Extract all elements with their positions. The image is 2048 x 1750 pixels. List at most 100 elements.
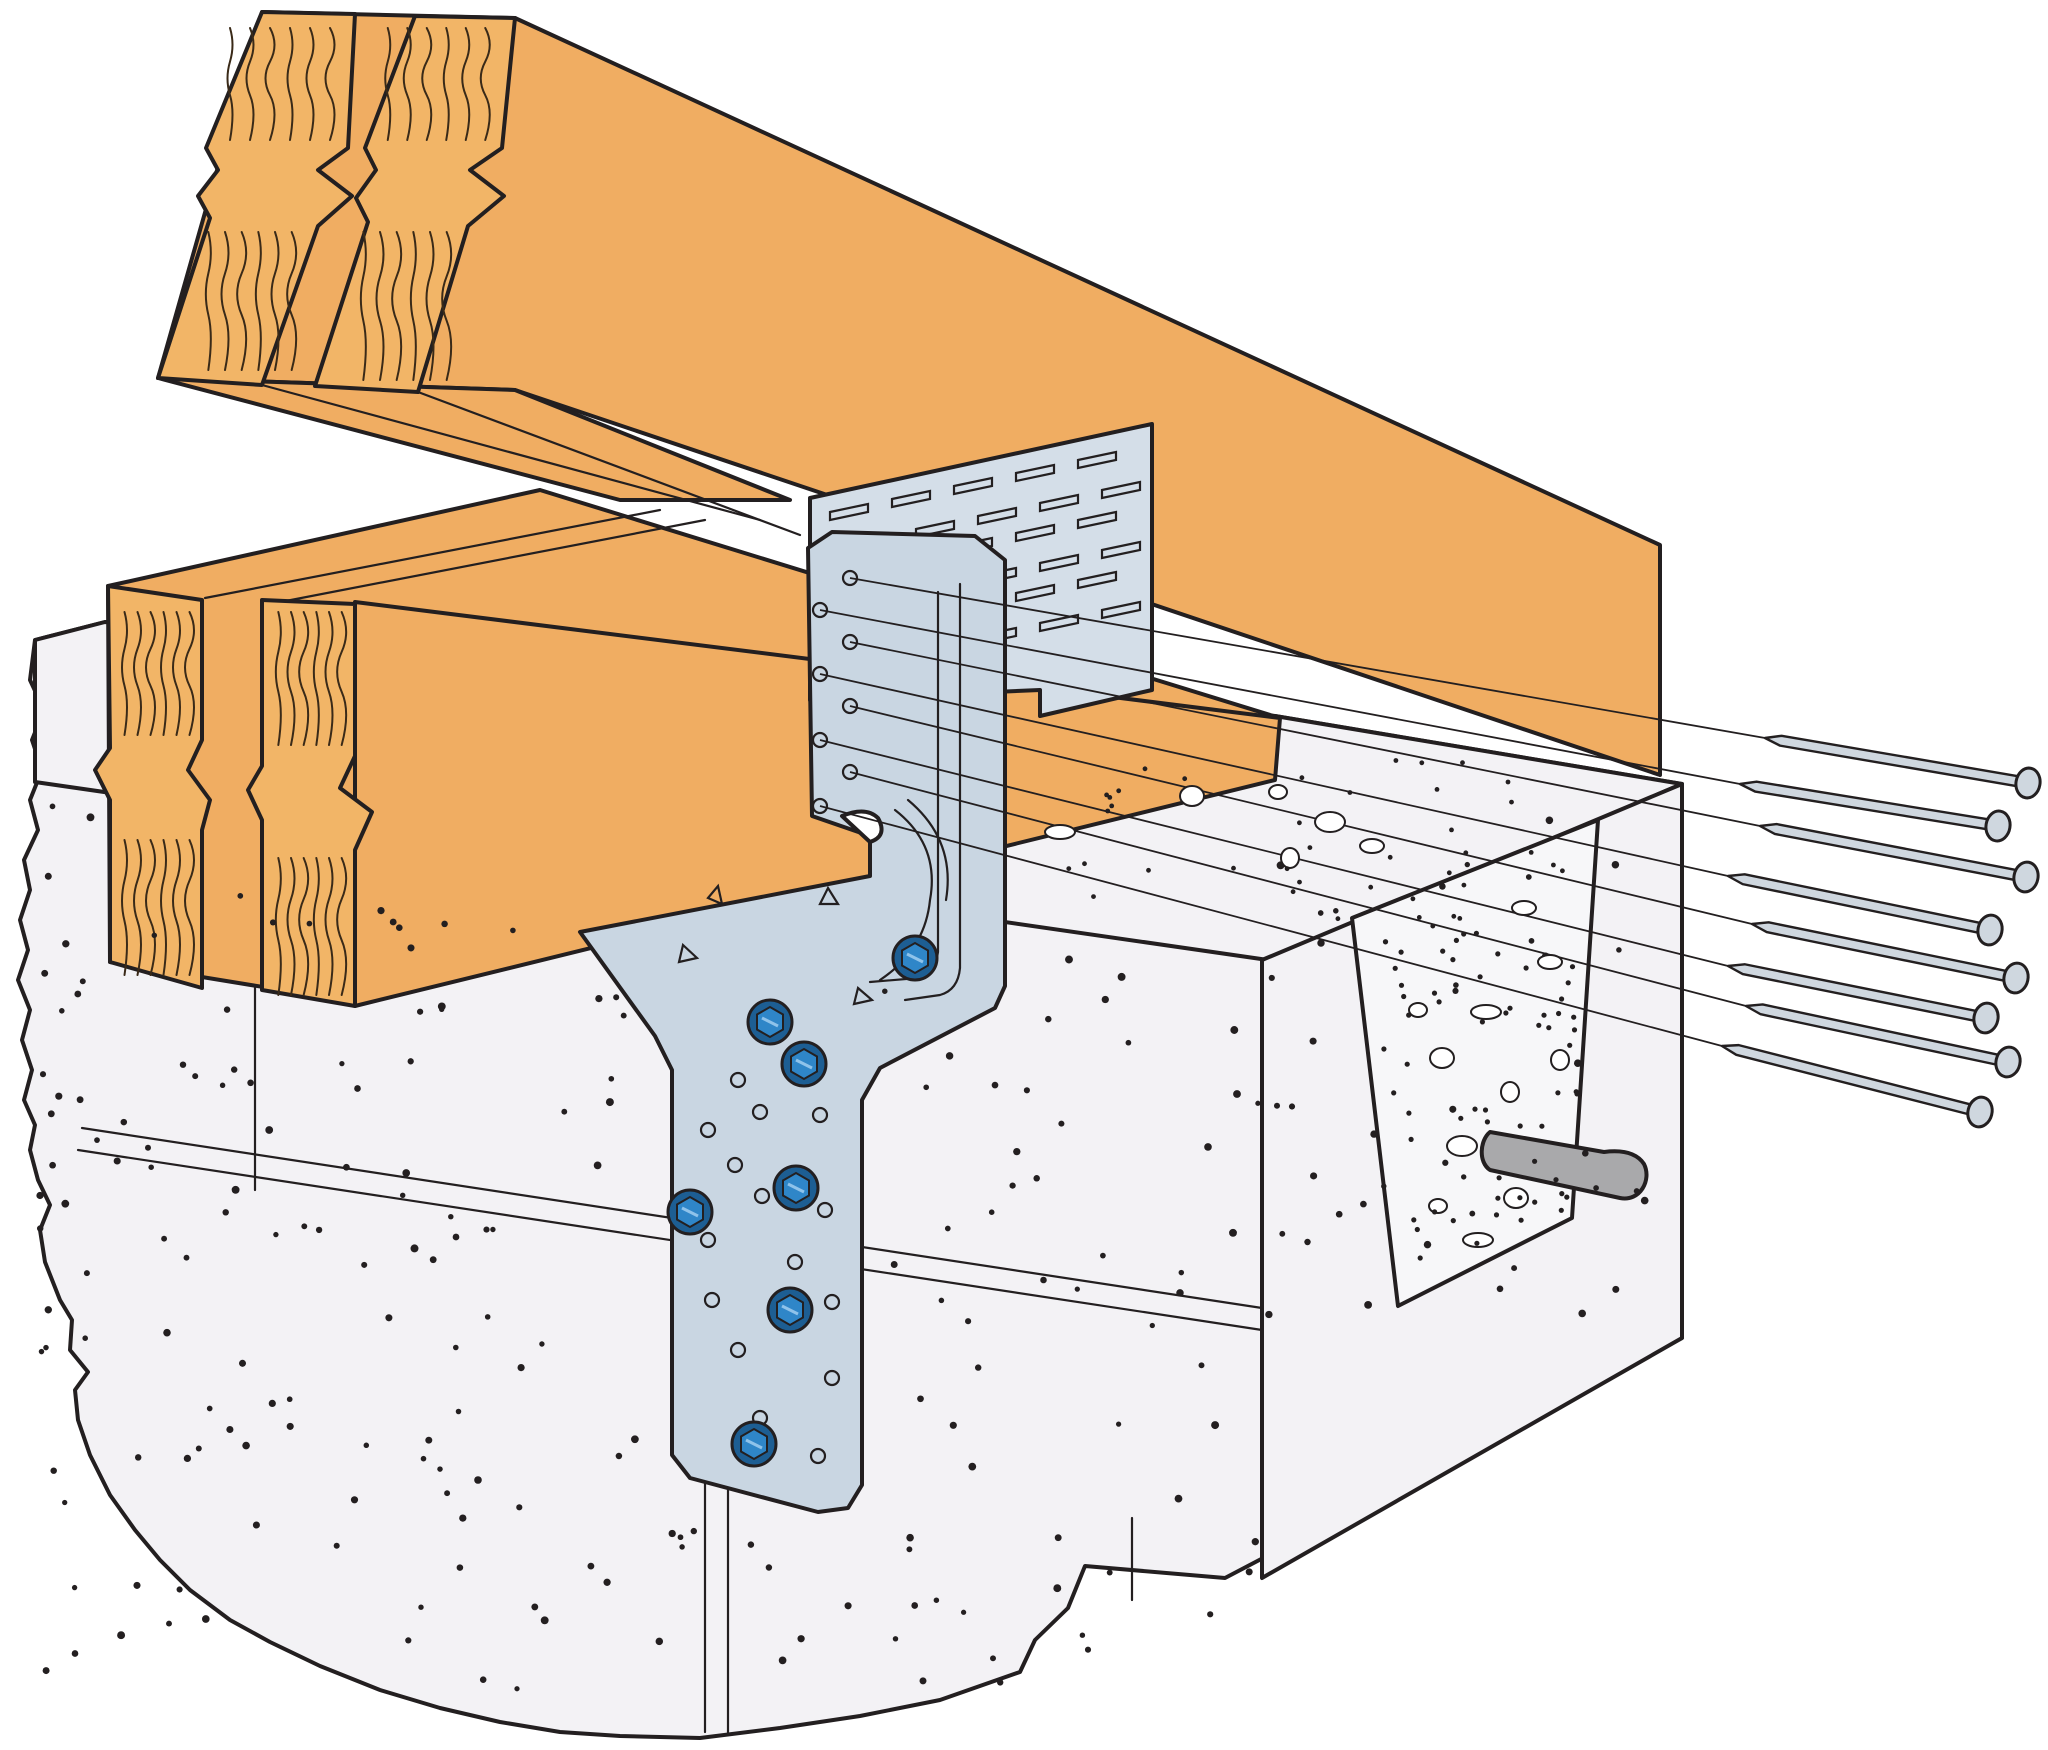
- aggregate-dot: [690, 1527, 697, 1535]
- wood-grain-line: [324, 27, 336, 141]
- aggregate-dot: [1507, 1005, 1513, 1011]
- wood-grain-line: [274, 857, 282, 996]
- aggregate-dot: [1233, 1090, 1241, 1098]
- aggregate-dot: [1414, 1226, 1420, 1233]
- aggregate-dot: [1174, 1494, 1183, 1503]
- aggregate-dot: [945, 1052, 954, 1060]
- ply-line: [203, 508, 662, 600]
- aggregate-stone: [1179, 785, 1205, 807]
- aggregate-dot: [429, 1256, 437, 1264]
- strap-tie-connector: [578, 530, 1007, 1514]
- aggregate-dot: [39, 1071, 47, 1078]
- aggregate-dot: [1612, 1285, 1620, 1293]
- aggregate-dot: [1463, 850, 1469, 856]
- aggregate-dot: [603, 1578, 611, 1586]
- aggregate-dot: [1381, 1183, 1387, 1189]
- aggregate-dot: [938, 1297, 945, 1304]
- aggregate-dot: [83, 1270, 90, 1277]
- aggregate-dot: [778, 1656, 787, 1665]
- aggregate-dot: [1473, 930, 1479, 936]
- aggregate-dot: [1495, 1195, 1501, 1201]
- aggregate-stone: [1280, 847, 1300, 869]
- aggregate-dot: [479, 1676, 487, 1683]
- aggregate-dot: [593, 1161, 602, 1170]
- aggregate-dot: [44, 872, 52, 880]
- connector-slot: [903, 582, 962, 1002]
- nail-hole: [811, 1106, 829, 1124]
- wood-grain-line: [336, 611, 348, 746]
- aggregate-dot: [76, 1096, 84, 1104]
- aggregate-dot: [1484, 1119, 1490, 1125]
- aggregate-dot: [113, 1157, 121, 1165]
- wood-grain-line: [184, 839, 195, 976]
- wood-grain-line: [236, 231, 248, 371]
- aggregate-dot: [679, 1544, 685, 1550]
- aggregate-dot: [988, 1209, 995, 1215]
- aggregate-dot: [71, 1584, 78, 1591]
- aggregate-dot: [1116, 788, 1122, 794]
- aggregate-dot: [1546, 1025, 1552, 1031]
- wood-grain-line: [336, 857, 348, 996]
- aggregate-dot: [1288, 1103, 1296, 1110]
- aggregate-dot: [906, 1546, 913, 1553]
- aggregate-dot: [269, 919, 277, 926]
- nail-icon: [1744, 1003, 2022, 1079]
- aggregate-dot: [677, 1534, 684, 1541]
- aggregate-dot: [425, 1436, 433, 1444]
- wood-grain-line: [245, 27, 255, 141]
- aggregate-dot: [176, 1586, 183, 1593]
- nail-guide-line: [819, 609, 1741, 785]
- aggregate-dot: [1245, 1568, 1253, 1576]
- nail-slot: [1076, 510, 1118, 530]
- hex-washer-screw-icon: [780, 1040, 828, 1088]
- aggregate-dot: [1539, 1123, 1545, 1129]
- aggregate-stone: [1462, 1232, 1494, 1248]
- aggregate-dot: [286, 1422, 294, 1430]
- nail-slot: [1038, 493, 1080, 513]
- aggregate-dot: [1571, 1014, 1577, 1020]
- aggregate-dot: [166, 1620, 172, 1627]
- aggregate-dot: [1387, 854, 1393, 860]
- rebar-icon: [1479, 1130, 1649, 1201]
- aggregate-dot: [420, 1455, 427, 1462]
- aggregate-dot: [587, 1562, 595, 1570]
- aggregate-dot: [1182, 776, 1188, 782]
- wood-grain-line: [145, 839, 156, 976]
- aggregate-dot: [49, 1161, 56, 1169]
- aggregate-dot: [1573, 1059, 1582, 1068]
- nail-hole: [811, 731, 829, 749]
- aggregate-dot: [1207, 1611, 1214, 1618]
- aggregate-dot: [441, 920, 448, 928]
- aggregate-dot: [1033, 1175, 1040, 1182]
- aggregate-dot: [1149, 1322, 1155, 1329]
- aggregate-dot: [1230, 1026, 1239, 1034]
- hex-washer-screw-icon: [730, 1420, 778, 1468]
- hex-washer-screw-icon: [746, 998, 794, 1046]
- aggregate-dot: [1335, 916, 1341, 922]
- nail-hole: [811, 797, 829, 815]
- aggregate-dot: [1404, 1061, 1410, 1067]
- aggregate-dot: [36, 1225, 44, 1232]
- aggregate-dot: [1442, 1159, 1449, 1166]
- nail-slot: [1076, 450, 1118, 470]
- aggregate-dot: [1391, 1090, 1397, 1096]
- aggregate-stone: [1537, 954, 1563, 970]
- wood-grain-line: [312, 857, 320, 996]
- wood-grain-line: [121, 839, 128, 976]
- wood-grain-line: [121, 611, 128, 736]
- aggregate-dot: [1368, 884, 1374, 890]
- aggregate-dot: [1439, 883, 1446, 890]
- aggregate-dot: [484, 1314, 491, 1320]
- aggregate-dot: [134, 1454, 142, 1461]
- aggregate-dot: [1065, 955, 1073, 964]
- nail-guide-line: [819, 739, 1729, 967]
- aggregate-dot: [301, 1223, 308, 1230]
- aggregate-dot: [47, 1110, 55, 1118]
- aggregate-dot: [1255, 1100, 1261, 1106]
- ply-line: [416, 390, 802, 537]
- aggregate-dot: [1066, 866, 1072, 871]
- aggregate-dot: [944, 1225, 951, 1232]
- aggregate-dot: [1198, 1362, 1205, 1369]
- nail-hole: [823, 1293, 841, 1311]
